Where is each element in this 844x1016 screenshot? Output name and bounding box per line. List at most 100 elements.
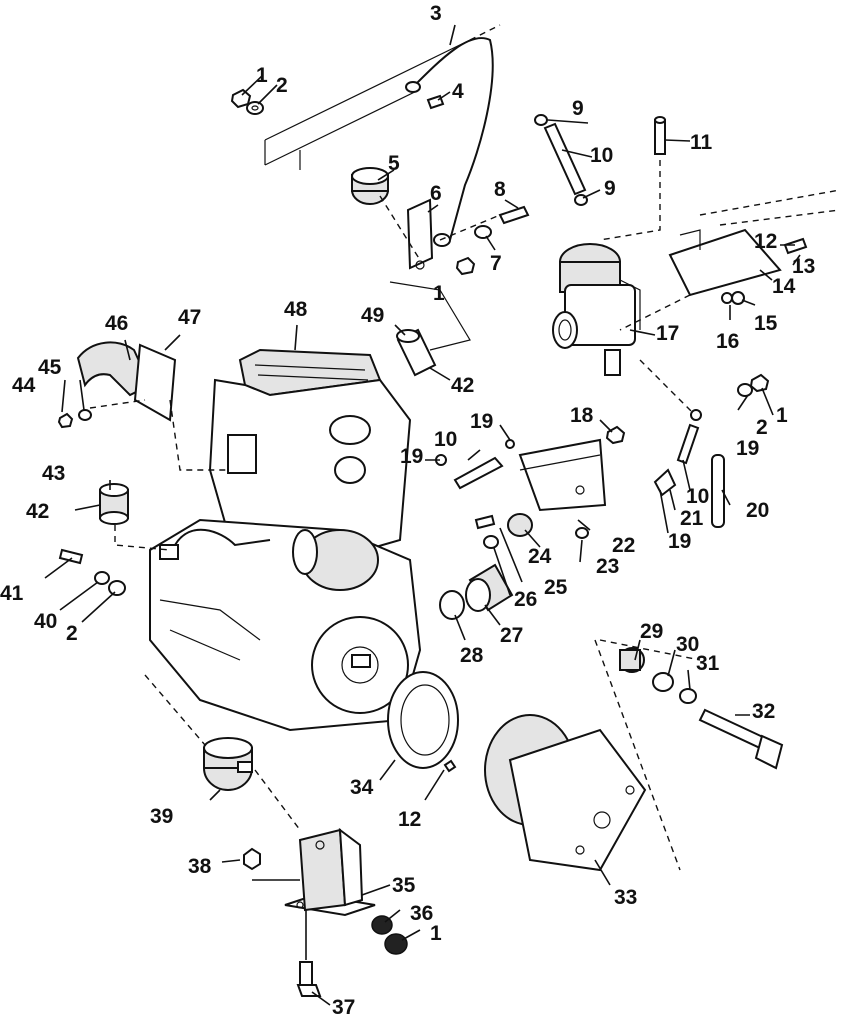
callout-label: 41 — [0, 582, 24, 605]
callout-label: 9 — [572, 97, 584, 120]
bracket-14 — [668, 228, 782, 297]
callout-label: 38 — [188, 855, 212, 878]
callout-label: 27 — [500, 624, 523, 647]
callout-label: 47 — [178, 306, 201, 329]
bolt-41 — [58, 548, 84, 565]
callout-label: 12 — [398, 808, 421, 831]
fuel-line-10-mid — [453, 456, 504, 490]
washer-30 — [652, 672, 674, 692]
washer-45 — [78, 409, 92, 421]
hose-20 — [711, 454, 725, 528]
callout-label: 1 — [776, 404, 788, 427]
callout-label: 10 — [434, 428, 457, 451]
fuel-line-10-top — [534, 114, 588, 206]
bolt-32 — [698, 708, 784, 770]
callout-label: 49 — [361, 304, 384, 327]
bolt-12-lower — [443, 759, 457, 773]
callout-label: 32 — [752, 700, 775, 723]
callout-label: 28 — [460, 644, 484, 667]
callout-label: 19 — [470, 410, 493, 433]
callout-label: 12 — [754, 230, 777, 253]
callout-label: 17 — [656, 322, 679, 345]
callout-label: 15 — [754, 312, 778, 335]
callout-label: 7 — [490, 252, 502, 275]
fuel-line-10-right — [676, 423, 700, 465]
callout-label: 36 — [410, 902, 433, 925]
washer-40 — [94, 571, 110, 585]
spacer-42 — [99, 483, 129, 525]
callout-label: 1 — [430, 922, 442, 945]
callout-label: 13 — [792, 255, 815, 278]
washer-31 — [679, 688, 697, 704]
callout-label: 2 — [756, 416, 768, 439]
callout-label: 11 — [690, 131, 713, 154]
callout-label: 30 — [676, 633, 699, 656]
callout-label: 44 — [12, 374, 36, 397]
nut-16 — [721, 292, 733, 304]
callout-label: 14 — [772, 275, 796, 298]
callout-label: 29 — [640, 620, 663, 643]
callout-label: 5 — [388, 152, 400, 175]
callout-label: 31 — [696, 652, 720, 675]
callout-label: 21 — [680, 507, 704, 530]
engine-block-48 — [149, 348, 422, 732]
callout-label: 34 — [350, 776, 374, 799]
callout-label: 24 — [528, 545, 552, 568]
callout-label: 3 — [430, 2, 442, 25]
washer-15 — [731, 291, 745, 305]
callout-label: 16 — [716, 330, 739, 353]
frame-rail — [264, 24, 501, 170]
nut-1-mid — [455, 256, 476, 276]
callout-label: 1 — [256, 64, 268, 87]
callout-label: 39 — [150, 805, 173, 828]
washer-2-right — [737, 383, 753, 397]
rubber-mount-39 — [203, 737, 253, 791]
nut-44 — [57, 412, 74, 429]
callout-label: 35 — [392, 874, 416, 897]
starter-27 — [465, 563, 514, 612]
bolt-25 — [474, 514, 496, 530]
callout-label: 33 — [614, 886, 637, 909]
callout-label: 2 — [276, 74, 288, 97]
callout-label: 37 — [332, 996, 355, 1016]
clip-23 — [575, 527, 589, 539]
callout-label: 43 — [42, 462, 65, 485]
callout-label: 22 — [612, 534, 635, 557]
nut-1-bottom — [384, 933, 408, 955]
callout-label: 46 — [105, 312, 128, 335]
callout-label: 19 — [668, 530, 691, 553]
callout-label: 19 — [736, 437, 759, 460]
nut-1-right — [749, 373, 770, 393]
callout-label: 40 — [34, 610, 57, 633]
boot-49 — [396, 328, 437, 377]
bolt-37 — [296, 961, 322, 997]
callout-label: 26 — [514, 588, 537, 611]
callout-label: 6 — [430, 182, 442, 205]
washer-7 — [474, 225, 492, 239]
callout-label: 9 — [604, 177, 616, 200]
bolt-13 — [783, 237, 808, 255]
washer-26 — [483, 535, 499, 549]
carburetor-17 — [552, 243, 641, 376]
bolt-8 — [498, 205, 530, 225]
callout-label: 2 — [66, 622, 78, 645]
callout-label: 10 — [590, 144, 613, 167]
fitting-21 — [653, 468, 677, 497]
callout-label: 8 — [494, 178, 506, 201]
bracket-6 — [406, 198, 434, 270]
callout-label: 45 — [38, 356, 62, 379]
clamp-28 — [439, 590, 465, 620]
callout-label: 23 — [596, 555, 619, 578]
callout-label: 42 — [26, 500, 49, 523]
ground-cable — [405, 37, 494, 247]
line-11 — [654, 116, 666, 155]
callout-label: 20 — [746, 499, 769, 522]
callout-label: 48 — [284, 298, 308, 321]
callout-label: 18 — [570, 404, 594, 427]
rubber-mount-5 — [351, 167, 389, 205]
gasket-34 — [387, 671, 459, 769]
callout-label: 25 — [544, 576, 568, 599]
nut-38 — [243, 847, 261, 871]
callout-label: 19 — [400, 445, 423, 468]
callout-label: 1 — [433, 282, 445, 305]
